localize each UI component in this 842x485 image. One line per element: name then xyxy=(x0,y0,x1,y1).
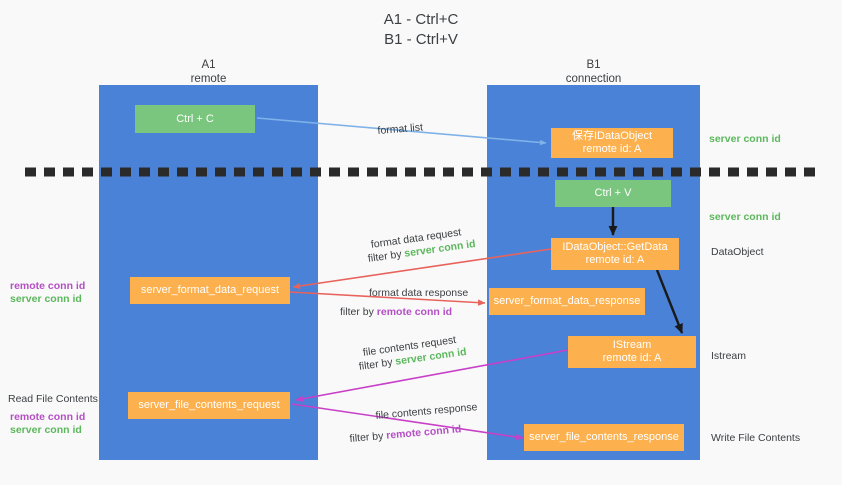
node-istream-line2: remote id: A xyxy=(602,352,662,364)
node-idataobject-getdata[interactable]: IDataObject::GetData remote id: A xyxy=(551,238,679,270)
wire-label-format-data-response: format data response xyxy=(369,287,469,299)
wire-label-file-contents-response-filter: filter by remote conn id xyxy=(349,422,462,446)
node-server-file-contents-request[interactable]: server_file_contents_request xyxy=(128,392,290,419)
lane-header-b1-sub: connection xyxy=(565,73,622,85)
node-server-file-contents-response[interactable]: server_file_contents_response xyxy=(524,424,684,451)
lane-header-b1: B1 connection xyxy=(487,58,700,86)
lane-header-a1: A1 remote xyxy=(99,58,318,86)
right-label-istream: Istream xyxy=(711,350,747,362)
filter-prefix-1: filter by xyxy=(367,247,406,265)
left-label-read-file-contents: Read File Contents xyxy=(8,393,98,405)
node-save-idataobject[interactable]: 保存IDataObject remote id: A xyxy=(551,128,673,158)
node-server-format-data-request-line1: server_format_data_request xyxy=(140,284,280,296)
filter-prefix-3: filter by xyxy=(358,355,397,373)
right-label-dataobject: DataObject xyxy=(711,246,764,258)
lane-header-b1-main: B1 xyxy=(586,59,601,71)
title-line-1: A1 - Ctrl+C xyxy=(383,11,459,28)
right-label-write-file-contents: Write File Contents xyxy=(711,432,801,444)
filter-prefix-4: filter by xyxy=(349,429,387,445)
node-ctrl-v-line1: Ctrl + V xyxy=(594,187,632,199)
node-idataobject-getdata-line1: IDataObject::GetData xyxy=(562,241,668,253)
filter-key-remote-conn-id-2: remote conn id xyxy=(385,423,462,442)
filter-prefix-2: filter by xyxy=(340,306,377,318)
node-ctrl-v[interactable]: Ctrl + V xyxy=(555,180,671,207)
node-server-format-data-response-line1: server_format_data_response xyxy=(493,295,641,307)
right-label-server-conn-id-mid: server conn id xyxy=(709,211,781,223)
node-server-file-contents-response-line1: server_file_contents_response xyxy=(529,431,679,443)
left-label-server-conn-id-2: server conn id xyxy=(10,424,82,436)
node-server-format-data-request[interactable]: server_format_data_request xyxy=(130,277,290,304)
node-idataobject-getdata-line2: remote id: A xyxy=(585,254,645,266)
left-label-remote-conn-id-2: remote conn id xyxy=(10,411,86,423)
node-save-idataobject-line2: remote id: A xyxy=(582,143,642,155)
wire-label-format-data-response-filter: filter by remote conn id xyxy=(340,305,452,319)
node-istream-line1: IStream xyxy=(612,339,652,351)
lane-header-a1-sub: remote xyxy=(190,73,227,85)
page-title: A1 - Ctrl+C B1 - Ctrl+V xyxy=(0,10,842,50)
right-label-server-conn-id-top: server conn id xyxy=(709,133,781,145)
wire-label-format-list: format list xyxy=(377,121,424,137)
left-label-remote-conn-id-1: remote conn id xyxy=(10,280,86,292)
node-server-format-data-response[interactable]: server_format_data_response xyxy=(489,288,645,315)
lane-header-a1-main: A1 xyxy=(201,59,216,71)
node-ctrl-c[interactable]: Ctrl + C xyxy=(135,105,255,133)
wire-label-file-contents-response: file contents response xyxy=(375,401,478,422)
node-save-idataobject-line1: 保存IDataObject xyxy=(571,130,653,142)
title-line-2: B1 - Ctrl+V xyxy=(384,31,458,48)
node-istream[interactable]: IStream remote id: A xyxy=(568,336,696,368)
left-label-server-conn-id-1: server conn id xyxy=(10,293,82,305)
filter-key-remote-conn-id-1: remote conn id xyxy=(376,306,453,318)
node-server-file-contents-request-line1: server_file_contents_request xyxy=(138,399,280,411)
node-ctrl-c-line1: Ctrl + C xyxy=(176,112,214,125)
